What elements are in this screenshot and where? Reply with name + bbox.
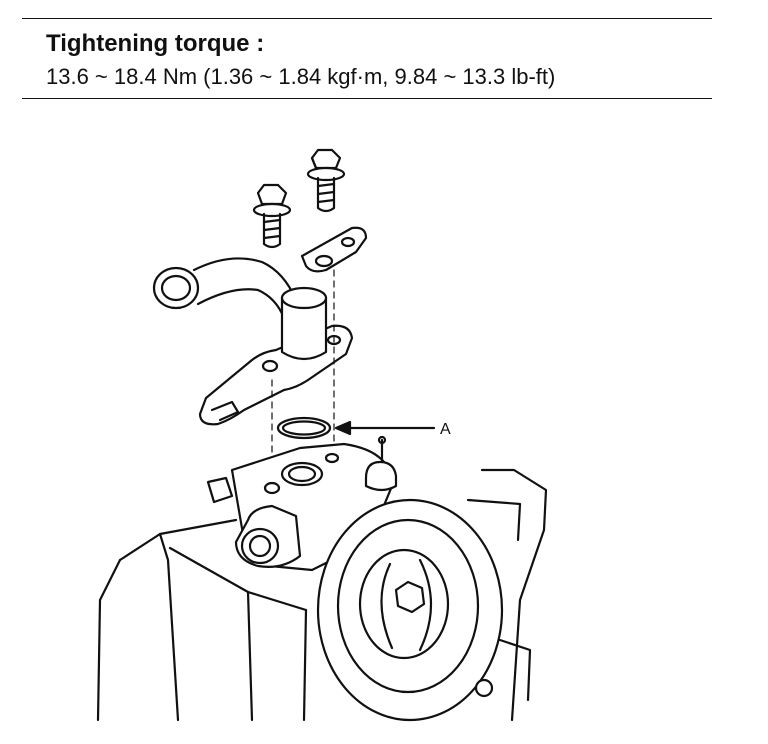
torque-value: 13.6 ~ 18.4 Nm (1.36 ~ 1.84 kgf·m, 9.84 … bbox=[46, 64, 556, 89]
outlet-flange bbox=[198, 286, 354, 426]
pulley bbox=[316, 498, 504, 722]
callout-label-a: A bbox=[440, 421, 451, 438]
engine-housing-right bbox=[466, 468, 548, 722]
bolt-right bbox=[306, 148, 346, 213]
water-hose-pipe bbox=[152, 257, 298, 320]
mounting-bracket bbox=[300, 226, 368, 273]
torque-title: Tightening torque : bbox=[46, 30, 265, 57]
callout-arrowhead bbox=[334, 420, 352, 436]
top-rule bbox=[22, 18, 712, 19]
bolt-left bbox=[252, 183, 292, 249]
engine-block bbox=[96, 435, 398, 722]
bottom-rule bbox=[22, 98, 712, 99]
o-ring bbox=[276, 416, 332, 440]
